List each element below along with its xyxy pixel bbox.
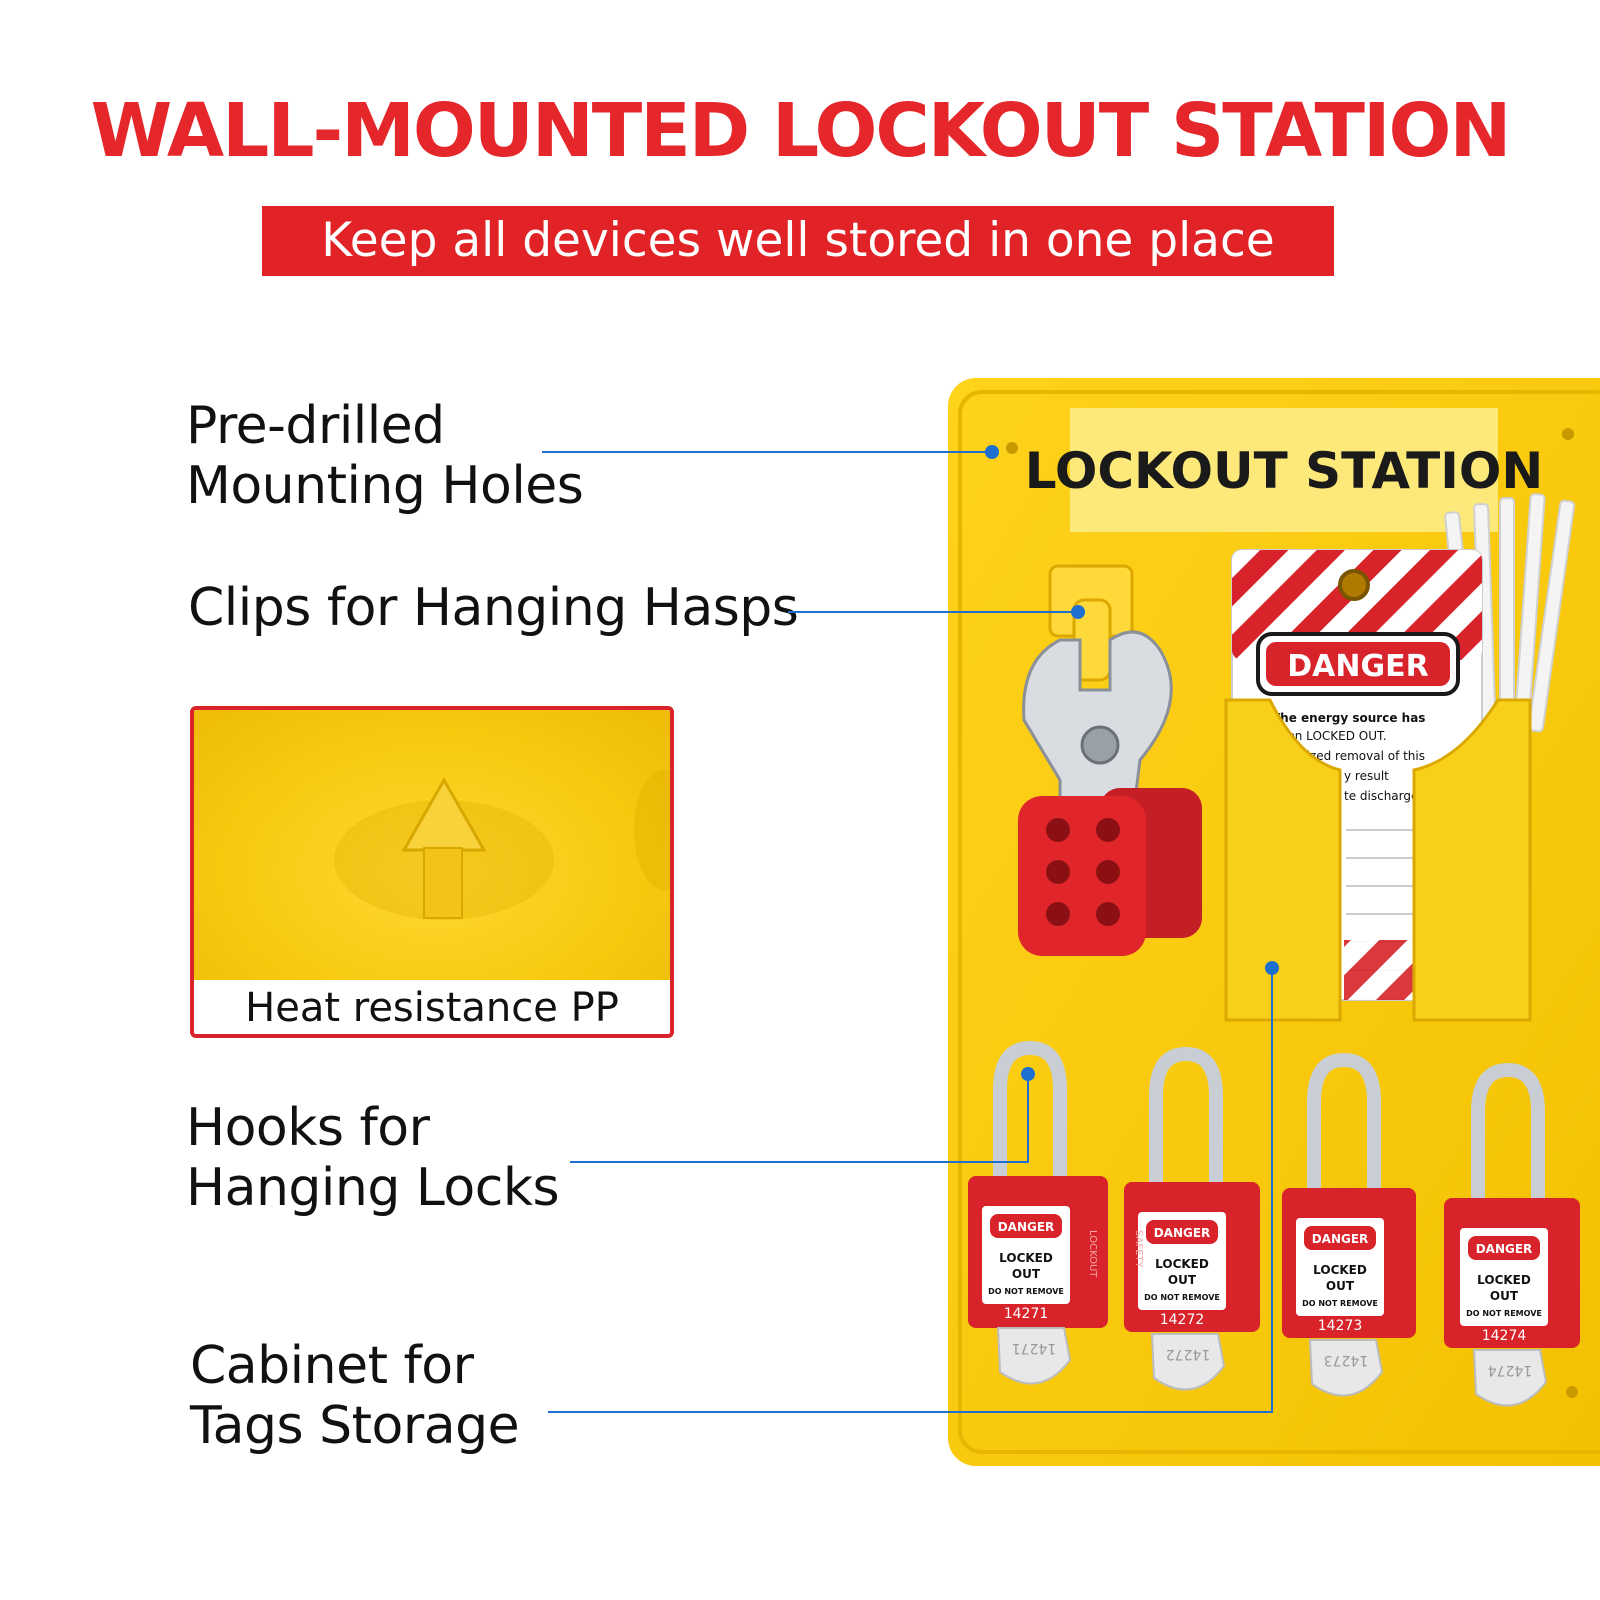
padlock-line: DO NOT REMOVE: [988, 1287, 1064, 1296]
padlock-key: [1150, 1333, 1226, 1391]
padlock-line: OUT: [1326, 1279, 1355, 1293]
subtitle-banner: [262, 206, 1334, 276]
padlock-line: LOCKED: [1313, 1263, 1367, 1277]
padlock-key: [1472, 1349, 1548, 1407]
padlock-key: [1308, 1339, 1384, 1397]
mounting-hole: [1562, 428, 1574, 440]
inset-caption: Heat resistance PP: [245, 985, 619, 1031]
padlock: DANGER LOCKED OUT DO NOT REMOVE 14274 14…: [1444, 1062, 1580, 1407]
hook-closeup-image: [334, 770, 670, 920]
tag-text-line: The energy source has: [1272, 711, 1425, 725]
station-sign-text: LOCKOUT STATION: [1025, 442, 1544, 500]
padlock-line: OUT: [1490, 1289, 1519, 1303]
callout-hasp-clips: Clips for Hanging Hasps: [188, 578, 799, 638]
tag-text-line: y result: [1344, 769, 1389, 783]
padlock: DANGER LOCKED OUT DO NOT REMOVE 14273 14…: [1282, 1052, 1416, 1397]
key-number: 14272: [1166, 1346, 1211, 1362]
padlock-label: DANGER: [998, 1220, 1055, 1234]
padlock: DANGER LOCKED OUT DO NOT REMOVE 14272 SA…: [1124, 1046, 1260, 1391]
station-sign: [1070, 408, 1498, 532]
padlock-side-text: LOCKOUT: [1087, 1230, 1098, 1278]
callout-lock-hooks: Hooks for Hanging Locks: [186, 1098, 560, 1218]
key-number: 14274: [1488, 1362, 1533, 1378]
key-number: 14271: [1012, 1340, 1057, 1356]
callout-mounting-holes-line1: Pre-drilled: [186, 396, 445, 456]
callout-lines: [542, 451, 1273, 1413]
padlock-number: 14273: [1318, 1318, 1363, 1334]
material-inset: Heat resistance PP: [190, 706, 674, 1038]
mounting-hole: [1006, 442, 1018, 454]
subtitle: Keep all devices well stored in one plac…: [321, 213, 1275, 268]
padlock-line: LOCKED: [1477, 1273, 1531, 1287]
padlock-label: DANGER: [1154, 1226, 1211, 1240]
tag-header: DANGER: [1287, 649, 1428, 684]
callout-tag-cabinet: Cabinet for Tags Storage: [190, 1336, 520, 1456]
tag-text-line: te discharge: [1344, 789, 1418, 803]
padlock-line: DO NOT REMOVE: [1466, 1309, 1542, 1318]
padlock-number: 14272: [1160, 1312, 1205, 1328]
key-number: 14273: [1324, 1352, 1369, 1368]
padlock-side-text: SAFETY: [1133, 1230, 1144, 1269]
tag-pocket: [1224, 698, 1532, 1022]
padlock-key: [996, 1327, 1072, 1385]
callout-dots: [985, 445, 1279, 1081]
padlock-number: 14274: [1482, 1328, 1527, 1344]
padlock-line: DO NOT REMOVE: [1144, 1293, 1220, 1302]
padlock: DANGER LOCKED OUT DO NOT REMOVE 14271 LO…: [968, 1040, 1108, 1385]
padlock-label: DANGER: [1476, 1242, 1533, 1256]
padlock-line: OUT: [1168, 1273, 1197, 1287]
padlock-number: 14271: [1004, 1306, 1049, 1322]
tag-text-line: een LOCKED OUT.: [1280, 729, 1387, 743]
padlock-line: DO NOT REMOVE: [1302, 1299, 1378, 1308]
padlock-label: DANGER: [1312, 1232, 1369, 1246]
lockout-hasp: [1018, 630, 1202, 956]
callout-lock-hooks-line2: Hanging Locks: [186, 1158, 560, 1218]
callout-lock-hooks-line1: Hooks for: [186, 1098, 430, 1158]
padlock-line: OUT: [1012, 1267, 1041, 1281]
callout-tag-cabinet-line2: Tags Storage: [190, 1396, 520, 1456]
page-title: WALL-MOUNTED LOCKOUT STATION: [90, 88, 1512, 174]
mounting-hole: [1566, 1386, 1578, 1398]
callout-mounting-holes: Pre-drilled Mounting Holes: [186, 396, 584, 516]
callout-hasp-clips-line1: Clips for Hanging Hasps: [188, 578, 799, 638]
callout-tag-cabinet-line1: Cabinet for: [190, 1336, 474, 1396]
padlock-line: LOCKED: [999, 1251, 1053, 1265]
callout-mounting-holes-line2: Mounting Holes: [186, 456, 584, 516]
padlock-line: LOCKED: [1155, 1257, 1209, 1271]
inset-photo: [194, 710, 670, 980]
